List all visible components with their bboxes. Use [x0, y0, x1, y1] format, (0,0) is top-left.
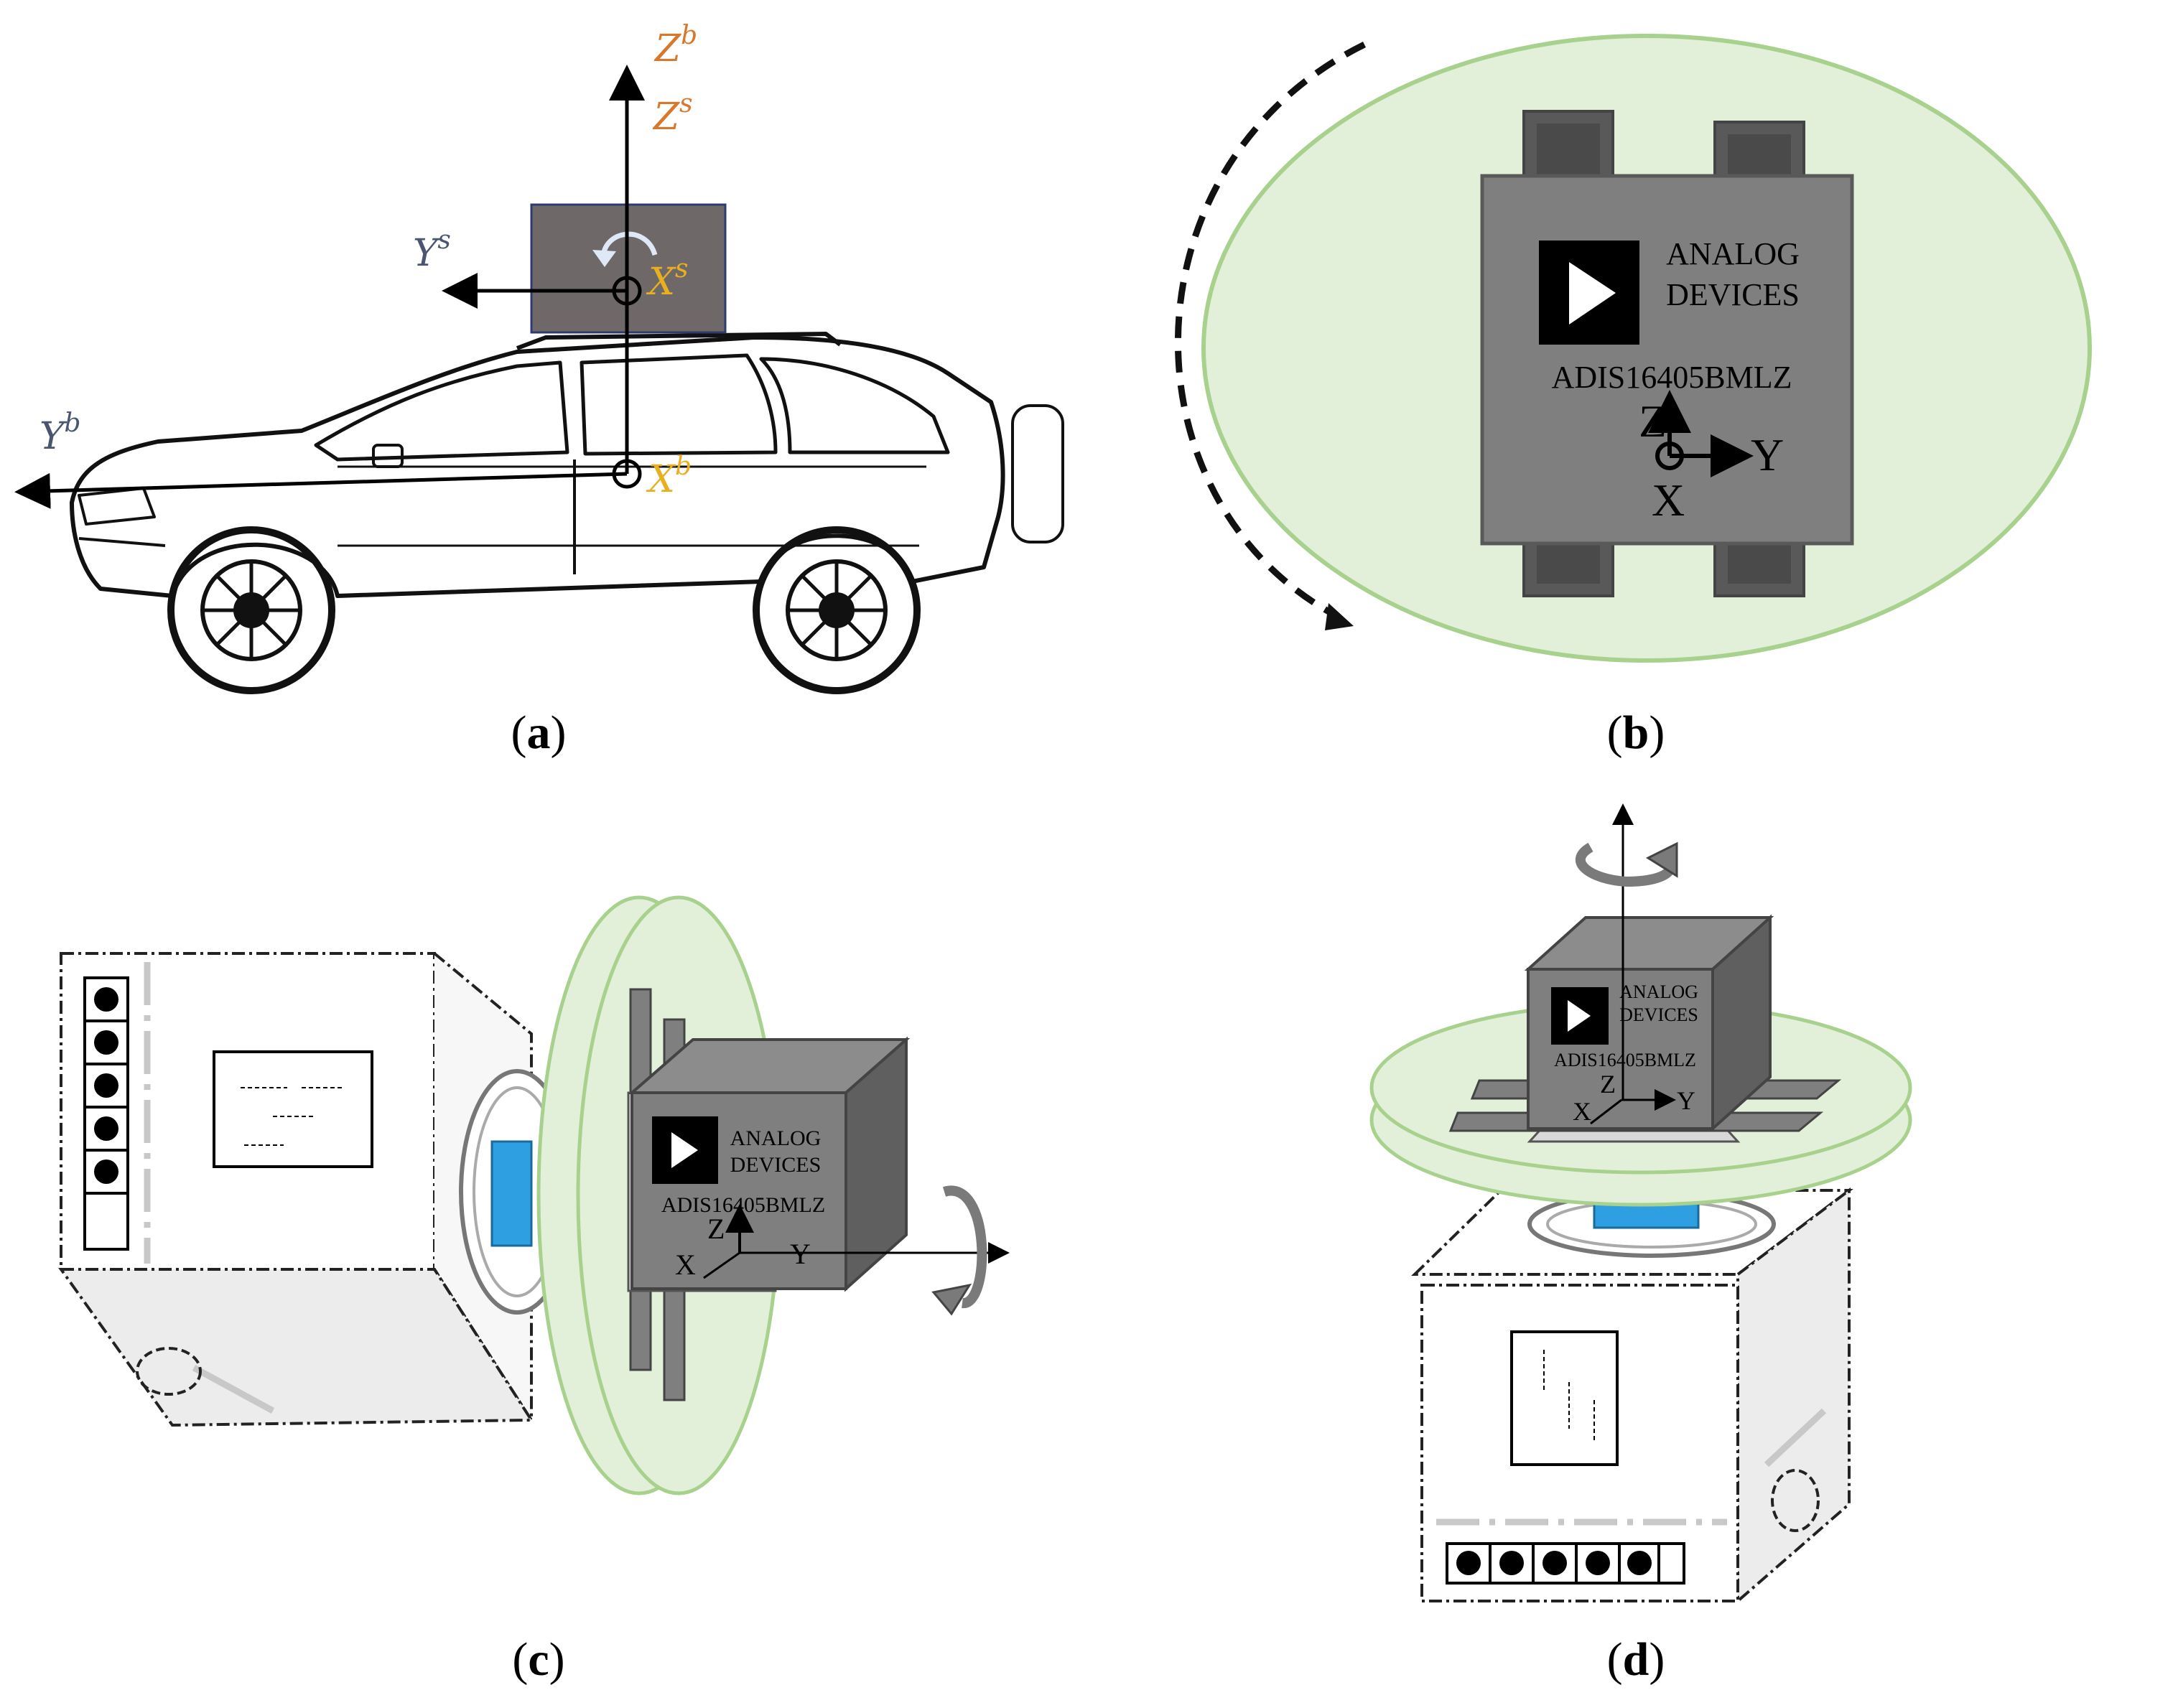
chip-axis-y: Y — [1677, 1086, 1695, 1115]
label-xs: Xs — [646, 254, 689, 304]
chip-axis-z: Z — [1639, 396, 1667, 447]
panel-b: ANALOG DEVICES ADIS16405BMLZ Z Y X (b) — [1174, 34, 2092, 759]
chip-part-number: ADIS16405BMLZ — [1554, 1050, 1696, 1070]
panel-d: ANALOG DEVICES ADIS16405BMLZ Z Y X (d) — [1369, 803, 1912, 1686]
chip-brand-line2: DEVICES — [1666, 277, 1800, 312]
car-drawing — [70, 332, 1064, 694]
label-zs: Zs — [652, 89, 693, 139]
yb-axis-line — [14, 472, 628, 509]
chip-part-number: ADIS16405BMLZ — [661, 1193, 825, 1217]
chip-brand-line1: ANALOG — [730, 1126, 822, 1150]
chip-part-number: ADIS16405BMLZ — [1552, 360, 1792, 395]
caption-c: (c) — [512, 1633, 564, 1686]
caption-b: (b) — [1607, 706, 1665, 759]
label-plate — [1510, 1330, 1619, 1466]
xb-origin-icon — [612, 459, 642, 489]
imu-chip — [627, 1036, 911, 1292]
button-strip — [1446, 1542, 1685, 1585]
xs-origin-icon — [612, 276, 642, 306]
rotation-arrow-icon — [942, 1185, 987, 1308]
label-xb: Xb — [646, 452, 692, 501]
caption-a: (a) — [511, 706, 567, 759]
chip-axis-y: Y — [1751, 429, 1784, 480]
chip-brand-line1: ANALOG — [1666, 236, 1800, 271]
panel-a: Zb Zs Ys Xs Yb Xb (a) — [14, 21, 1064, 759]
rotation-arrow-icon — [1174, 41, 1366, 620]
label-plate — [213, 1050, 373, 1168]
chip-axis-x: X — [675, 1249, 696, 1281]
chip-brand-line1: ANALOG — [1619, 981, 1698, 1002]
chip-axis-x: X — [1573, 1097, 1591, 1126]
chip-axis-z: Z — [1600, 1070, 1616, 1098]
label-yb: Yb — [39, 409, 80, 458]
chip-brand-line2: DEVICES — [730, 1153, 822, 1177]
button-strip — [83, 976, 129, 1251]
label-zb: Zb — [653, 21, 697, 70]
caption-d: (d) — [1607, 1633, 1665, 1686]
imu-chip — [1480, 174, 1854, 546]
chip-axis-x: X — [1652, 475, 1685, 526]
panel-c: ANALOG DEVICES ADIS16405BMLZ Z Y X (c) — [58, 895, 1010, 1686]
motor-hub — [490, 1140, 533, 1247]
chip-brand-line2: DEVICES — [1619, 1004, 1698, 1025]
chip-axis-y: Y — [790, 1238, 811, 1270]
label-ys: Ys — [413, 225, 451, 275]
chip-axis-z: Z — [707, 1213, 725, 1245]
